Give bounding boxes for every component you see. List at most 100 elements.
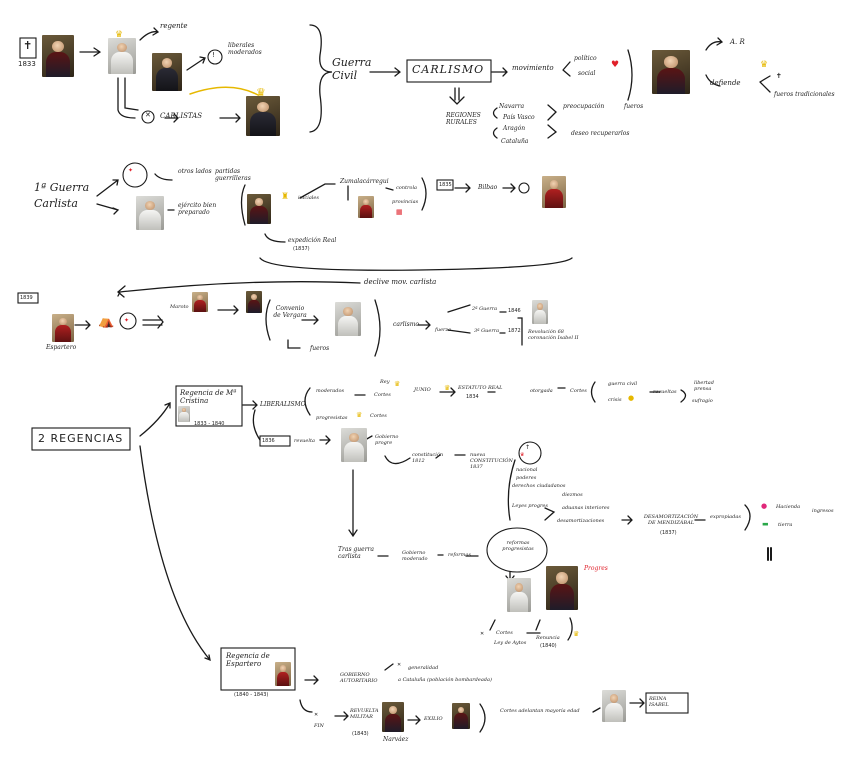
regiones-label: REGIONES RURALES: [446, 112, 494, 126]
primera-guerra-title: 1ª Guerra Carlista: [34, 180, 98, 212]
controla-label: controla: [396, 185, 417, 191]
partidas-label: partidas guerrilleras: [215, 168, 261, 182]
progresistas-label: progresistas: [316, 415, 347, 421]
tent-icon: ⛺: [98, 314, 114, 329]
money-icon: ●: [761, 502, 767, 510]
portrait-espartero-r4: [546, 566, 578, 610]
portrait-isabel-ii: [335, 302, 361, 336]
cortes-r4b-label: Cortes: [496, 630, 513, 636]
land-icon: ▬: [762, 520, 769, 528]
coins-icon: ●: [628, 394, 634, 402]
year-1835: 1835: [439, 182, 452, 188]
cortes-label: Cortes: [374, 392, 391, 398]
fueros-row3-label: fueros: [310, 345, 329, 352]
cortes-prog-label: Cortes: [370, 413, 387, 419]
carlismo-row3-label: carlismo: [393, 321, 419, 328]
x-icon-r5: ✕: [397, 662, 401, 668]
portrait-mc-small: [178, 406, 190, 422]
year-1872: 1872: [508, 328, 521, 334]
maroto-label: Maroto: [170, 304, 189, 310]
fueros-label: fueros: [624, 103, 643, 110]
expropiadas-label: expropiadas: [710, 514, 740, 520]
year-1846: 1846: [508, 308, 521, 314]
revueltas-label: revueltas: [653, 389, 677, 395]
up-arrow-icon: ↑: [525, 444, 530, 451]
bilbao-label: Bilbao: [478, 184, 497, 191]
info-icon: !: [212, 51, 215, 59]
portrait-mc-2: [136, 196, 164, 230]
regencia-mc-title: Regencia de Mª Cristina: [180, 389, 240, 405]
ley-ayto-label: Ley de Aytos: [494, 640, 526, 646]
portrait-maria-cristina: [108, 38, 136, 74]
convenio-label: Convenio de Vergara: [272, 305, 308, 319]
renuncia-label: Renuncia: [536, 635, 560, 641]
portrait-maroto: [192, 292, 208, 312]
generalidad-label: generalidad: [408, 665, 438, 671]
provincias-label: provincias: [392, 199, 418, 205]
revuelta-militar-label: REVUELTA MILITAR: [350, 708, 380, 720]
cataluna-label: Cataluña: [501, 138, 528, 145]
renuncia-year: (1840): [540, 643, 557, 649]
poderes-label: poderes: [516, 475, 536, 481]
heart-icon: ♥: [611, 60, 619, 70]
carlistas-label: CARLISTAS: [160, 112, 202, 120]
zumalacarregui-label: Zumalacárregui: [340, 178, 389, 185]
nacional-label: nacional: [516, 467, 537, 473]
sufragio-label: sufragio: [692, 398, 713, 404]
desamort-year: (1837): [660, 530, 677, 536]
aduanas-label: aduanas interiores: [562, 505, 609, 511]
ejercito-label: ejército bien preparado: [178, 202, 222, 216]
espartero-years: (1840 - 1843): [234, 692, 268, 698]
preocupacion-label: preocupación: [563, 103, 604, 110]
segunda-guerra-label: 2ª Guerra: [472, 306, 497, 312]
revuelta-label: revuelta: [294, 438, 315, 444]
portrait-espartero: [52, 314, 74, 342]
crown-icon-ar: ♛: [760, 60, 768, 70]
progres-red-label: Progres: [584, 565, 608, 572]
portrait-espartero-exilio: [452, 703, 470, 729]
compass-icon: ✦: [128, 167, 133, 174]
crown-icon: ♛: [115, 30, 123, 40]
guerra-civil-label: Guerra Civil: [332, 56, 372, 82]
diezmos-label: diezmos: [562, 492, 583, 498]
portrait-isabel-r4b: [507, 578, 531, 612]
liberalismo-label: LIBERALISMO: [260, 401, 306, 408]
revuelta-year: (1843): [352, 731, 369, 737]
tierra-label: tierra: [778, 522, 792, 528]
portrait-zumala-2: [542, 176, 566, 208]
pais-vasco-label: País Vasco: [503, 114, 535, 121]
regencia-espartero-title: Regencia de Espartero: [226, 652, 274, 668]
portrait-isabel-r4: [341, 428, 367, 462]
libertad-label: libertad prensa: [694, 380, 724, 392]
gobierno-progre-label: Gobierno progre: [375, 434, 405, 446]
navarra-label: Navarra: [499, 103, 524, 110]
cataluna-r5-label: a Cataluña (población bombardeada): [398, 677, 492, 683]
exilio-label: EXILIO: [424, 716, 443, 722]
junio-label: JUNIO: [414, 387, 431, 393]
defiende-label: defiende: [710, 79, 741, 87]
expedicion-year: (1837): [293, 246, 310, 252]
gobierno-autoritario-label: GOBIERNO AUTORITARIO: [340, 672, 384, 684]
rey-label: Rey: [380, 379, 390, 385]
portrait-espartero-r5: [275, 662, 291, 686]
portrait-fernando: [42, 35, 74, 77]
hacienda-label: Hacienda: [776, 504, 800, 510]
derechos-label: derechos ciudadanos: [512, 483, 565, 489]
x-circle-icon: ✕: [145, 111, 151, 119]
fuerza-label: fuerza: [435, 327, 451, 333]
desamortizaciones-label: desamortizaciones: [557, 518, 604, 524]
portrait-carlos-v: [652, 50, 690, 94]
otros-lados-label: otros lados: [178, 168, 218, 175]
otorgada-label: otorgada: [530, 388, 553, 394]
estatuto-year: 1834: [466, 394, 479, 400]
expedicion-label: expedición Real: [288, 237, 336, 244]
constitucion-1812-label: constitución 1812: [412, 452, 440, 464]
portrait-soldier-small: [358, 196, 374, 218]
crown-icon-renuncia: ♛: [573, 630, 579, 638]
mc-years: 1833 - 1840: [194, 421, 224, 427]
portrait-isabel-child: [152, 53, 182, 91]
portrait-narvaez: [382, 702, 404, 732]
liberales-label: liberales moderados: [228, 42, 288, 56]
nueva-constitucion-label: nueva CONSTITUCIÓN 1837: [470, 452, 514, 470]
social-label: social: [578, 70, 595, 77]
